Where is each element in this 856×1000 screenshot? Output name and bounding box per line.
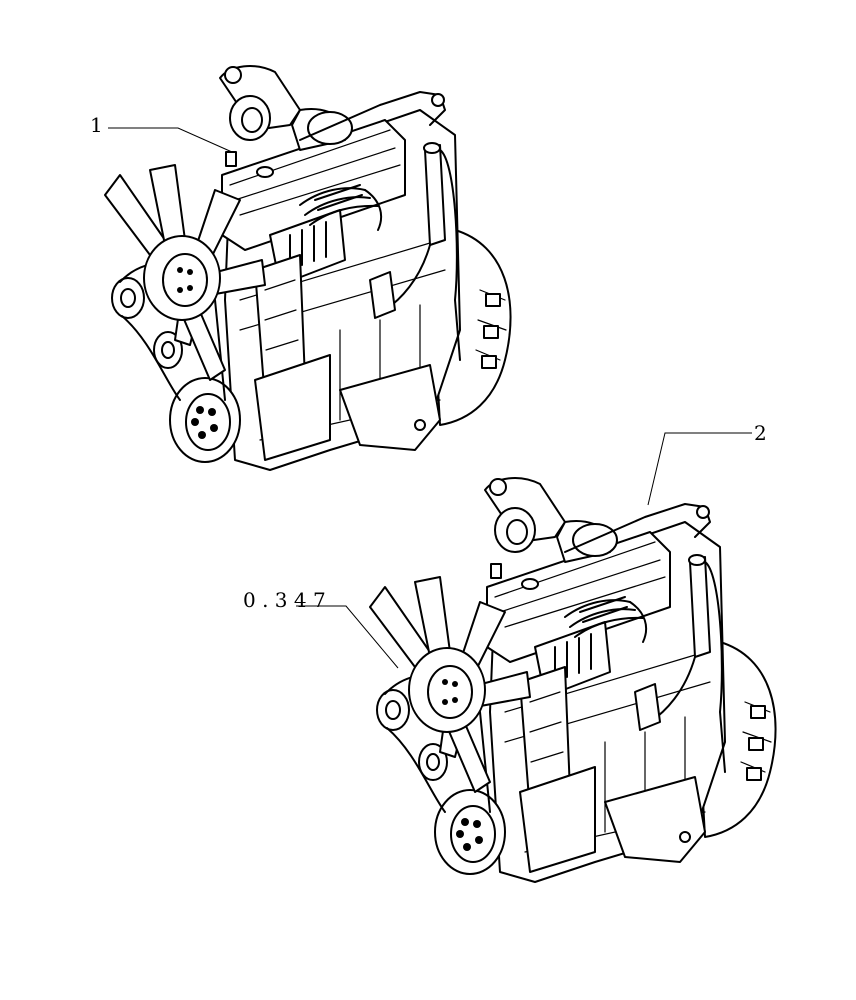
fan-blades-2	[369, 576, 531, 793]
callout-label-2: 2	[754, 421, 767, 445]
leader-line-1	[108, 127, 233, 153]
engine-illustration-1	[104, 65, 512, 471]
callout-1: 1	[90, 113, 233, 153]
leader-line-ref	[296, 605, 399, 669]
engine-illustration-2	[369, 477, 777, 883]
callout-label-ref: 0 . 3 4 7	[243, 588, 326, 612]
callout-ref: 0 . 3 4 7	[243, 588, 399, 669]
callout-2: 2	[647, 421, 767, 506]
callout-label-1: 1	[90, 113, 103, 137]
leader-line-2	[647, 432, 752, 506]
fan-blades-1	[104, 164, 266, 381]
